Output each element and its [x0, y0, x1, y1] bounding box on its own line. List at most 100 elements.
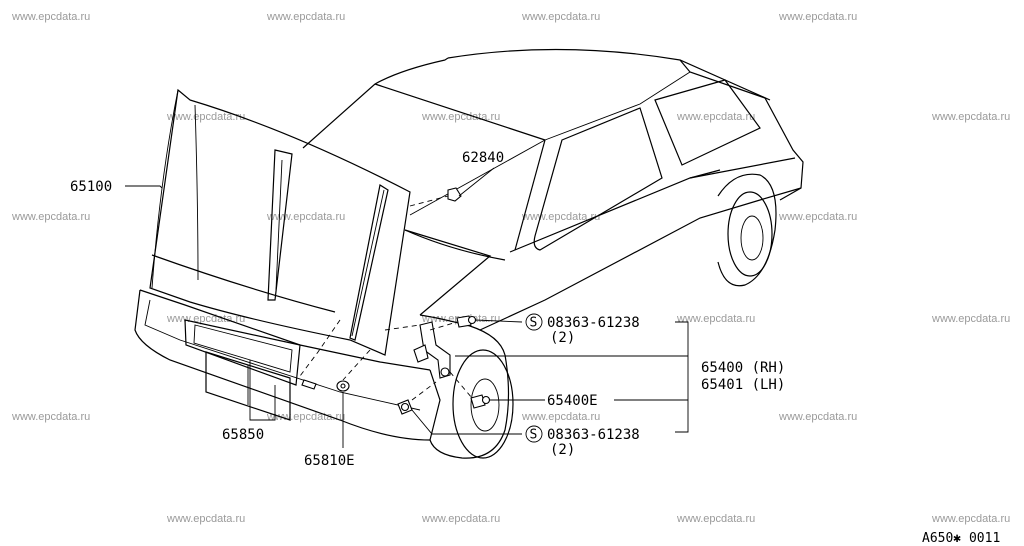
circled-s-icon [525, 313, 543, 331]
watermark-text: www.epcdata.ru [266, 411, 345, 423]
callout-labels: 65100 62840 08363-61238 (2) 65400 (RH) 6… [70, 150, 785, 469]
watermark-text: www.epcdata.ru [676, 513, 755, 525]
hinge-assembly [413, 321, 451, 379]
bracket-right [675, 321, 689, 433]
bumper-corner [429, 369, 441, 441]
hinge-bolt-head-icon [481, 395, 491, 405]
engine-bay-edge [404, 229, 492, 316]
front-fender-arch [429, 354, 510, 459]
cowl-line [404, 229, 506, 261]
circled-s-letter: S [530, 428, 538, 443]
a-pillar-line [514, 139, 546, 251]
hinge-pivot [440, 367, 450, 377]
window-top-trim [544, 71, 691, 141]
callout-hinge-lh[interactable]: 65401 (LH) [701, 377, 785, 393]
windshield-top-line [374, 83, 546, 141]
hood-hinge [419, 321, 451, 379]
watermark-text: www.epcdata.ru [778, 211, 857, 223]
callout-hood[interactable]: 65100 [70, 179, 112, 195]
dash-screw-top [429, 321, 458, 331]
dash-screw-bottom [411, 381, 437, 401]
circled-s-letter: S [530, 316, 538, 331]
hood-left-crease [194, 104, 199, 281]
callout-hinge-rh[interactable]: 65400 (RH) [701, 360, 785, 376]
leader-62840 [458, 167, 495, 197]
roof-line [447, 48, 771, 101]
screw-top-head-icon [467, 315, 477, 325]
watermark-text: www.epcdata.ru [11, 411, 90, 423]
grille-inner [193, 324, 293, 373]
symbols: S S [525, 313, 543, 443]
leader-65100 [125, 185, 163, 189]
watermark-text: www.epcdata.ru [931, 313, 1010, 325]
watermark-text: www.epcdata.ru [11, 11, 90, 23]
watermark-text: www.epcdata.ru [421, 111, 500, 123]
front-wheel [452, 349, 514, 459]
watermark-text: www.epcdata.ru [11, 211, 90, 223]
leader-screw-top [474, 319, 523, 323]
callout-hood-bumper[interactable]: 65810E [304, 453, 355, 469]
hood-left-edge [151, 89, 179, 289]
dash-seal [299, 319, 341, 377]
watermark-text: www.epcdata.ru [266, 11, 345, 23]
front-wheel-hub [470, 378, 500, 432]
watermark-text: www.epcdata.ru [421, 513, 500, 525]
watermark-text: www.epcdata.ru [266, 211, 345, 223]
assembly-dashes [299, 195, 473, 401]
dash-62840 [409, 195, 449, 207]
watermark-text: www.epcdata.ru [166, 111, 245, 123]
leader-65850 [249, 360, 276, 421]
side-sill-line [479, 187, 802, 331]
callout-screw-bottom[interactable]: 08363-61238 [547, 427, 640, 443]
hood-rear-edge [409, 139, 546, 216]
fasteners [301, 187, 491, 415]
callout-screw-top[interactable]: 08363-61238 [547, 315, 640, 331]
watermark-text: www.epcdata.ru [676, 111, 755, 123]
callout-hood-seal[interactable]: 65850 [222, 427, 264, 443]
rear-pillar-line [679, 59, 804, 201]
front-side-window [533, 107, 663, 251]
car-body-drawing [134, 48, 804, 459]
watermark-text: www.epcdata.ru [521, 11, 600, 23]
windshield-pillar-line [302, 57, 449, 149]
screw-bottom-head-icon [400, 402, 410, 412]
hood-strip-left-inner [275, 159, 283, 291]
screw-top-icon [456, 315, 472, 328]
watermark-text: www.epcdata.ru [676, 313, 755, 325]
watermark-text: www.epcdata.ru [166, 313, 245, 325]
rear-wheel-arch [717, 173, 777, 287]
hood-strip-right [349, 184, 389, 341]
dash-hinge-bolt [449, 371, 473, 399]
watermark-text: www.epcdata.ru [521, 411, 600, 423]
hinge-mount [413, 344, 429, 363]
rear-side-window [654, 79, 761, 166]
hinge-bolt-icon [470, 394, 486, 409]
belt-line-rear [689, 169, 721, 179]
watermark-text: www.epcdata.ru [778, 411, 857, 423]
watermark-text: www.epcdata.ru [931, 513, 1010, 525]
callout-hood-stay-clip[interactable]: 62840 [462, 150, 504, 166]
watermark-layer: www.epcdata.ru www.epcdata.ru www.epcdat… [11, 11, 1010, 525]
hood-bumper-center-icon [340, 383, 346, 389]
callout-screw-bottom-qty: (2) [550, 442, 575, 458]
hood-drawing [149, 88, 411, 356]
callout-hinge-bolt[interactable]: 65400E [547, 393, 598, 409]
watermark-text: www.epcdata.ru [166, 513, 245, 525]
hood-seal-icon [301, 379, 317, 390]
figure-code: A650✱ 0011 [922, 531, 1000, 546]
bumper-molding [144, 299, 421, 411]
dash-hinge-top [384, 324, 421, 331]
grille-opening [184, 319, 301, 386]
hood-panel [149, 88, 411, 356]
license-plate [205, 351, 291, 421]
front-fender-top [419, 314, 506, 356]
bumper-lower-line [134, 289, 431, 441]
watermark-text: www.epcdata.ru [931, 111, 1010, 123]
hood-strip-right-inner [351, 189, 385, 337]
dash-bumper [342, 349, 371, 381]
rear-wheel [727, 191, 773, 277]
hood-stay-clip-icon [447, 187, 462, 202]
hood-front-fold [151, 254, 336, 313]
circled-s-icon [525, 425, 543, 443]
